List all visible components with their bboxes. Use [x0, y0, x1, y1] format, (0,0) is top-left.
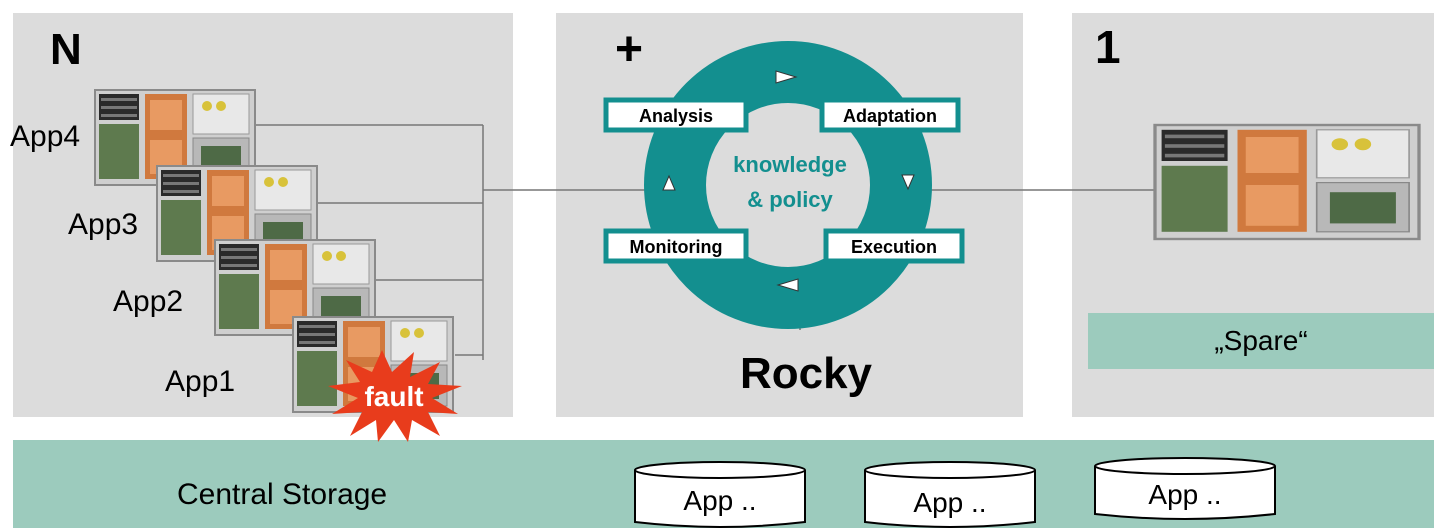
- spare-server: [1153, 123, 1421, 241]
- panel-title-n: N: [50, 25, 82, 74]
- disk-2-label: App ..: [913, 487, 986, 518]
- arrow-bottom-icon: [776, 278, 799, 292]
- adaptation-box: [819, 97, 961, 133]
- disk-1: [634, 461, 806, 528]
- arrow-left-icon: [662, 174, 676, 191]
- panel-title-plus: +: [615, 23, 644, 76]
- disk-2: [864, 461, 1036, 528]
- app-label-app4: App4: [10, 120, 81, 153]
- step-adaptation: Adaptation: [843, 106, 937, 126]
- arrow-top-icon: [775, 70, 798, 84]
- spare-label: „Spare“: [1088, 313, 1434, 369]
- central-storage-label: Central Storage: [177, 478, 388, 511]
- fault-starburst: [328, 350, 462, 442]
- rocky-label: Rocky: [740, 349, 873, 398]
- center-policy: & policy: [747, 187, 833, 212]
- step-analysis: Analysis: [639, 106, 713, 126]
- disk-1-label: App ..: [683, 485, 756, 516]
- cycle-ring: [644, 41, 932, 329]
- app-label-app3: App3: [68, 208, 139, 241]
- disk-3-label: App ..: [1148, 479, 1221, 510]
- arrow-right-icon: [901, 174, 915, 191]
- monitoring-box: [603, 228, 749, 264]
- step-execution: Execution: [851, 237, 937, 257]
- step-monitoring: Monitoring: [630, 237, 723, 257]
- execution-box: [823, 228, 965, 264]
- analysis-box: [603, 97, 749, 133]
- app-label-app2: App2: [113, 285, 184, 318]
- fault-label: fault: [364, 381, 423, 412]
- center-knowledge: knowledge: [733, 152, 847, 177]
- disk-3: [1094, 457, 1276, 520]
- panel-title-one: 1: [1095, 21, 1121, 73]
- app-label-app1: App1: [165, 365, 236, 398]
